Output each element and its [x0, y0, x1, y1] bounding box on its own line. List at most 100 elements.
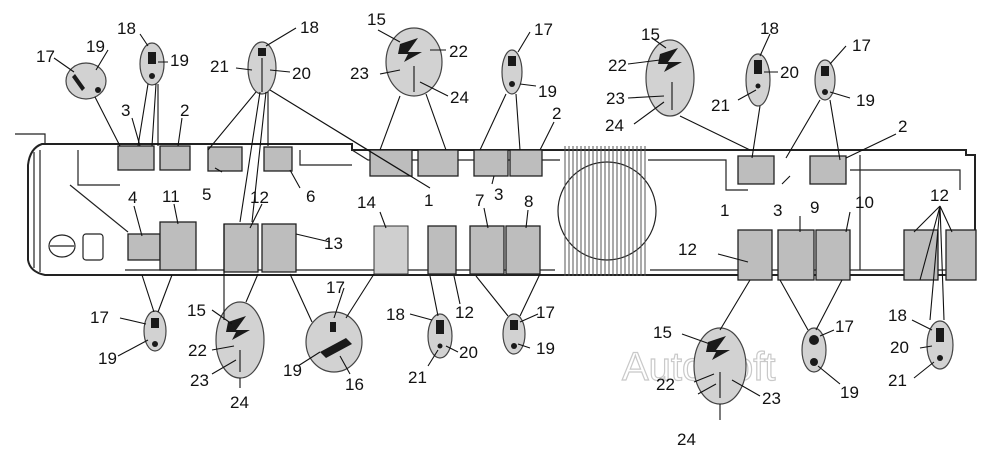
steering-wheel-icon	[48, 234, 76, 258]
label-19: 19	[283, 361, 302, 380]
detail-oval	[305, 311, 363, 373]
seats-lower-row	[127, 221, 977, 281]
bellows-icon	[564, 146, 646, 276]
seat	[509, 149, 543, 177]
label-1: 1	[424, 191, 433, 210]
label-21: 21	[888, 371, 907, 390]
label-24: 24	[230, 393, 249, 412]
label-19: 19	[856, 91, 875, 110]
label-15: 15	[187, 301, 206, 320]
label-20: 20	[459, 343, 478, 362]
label-19: 19	[538, 82, 557, 101]
label-5: 5	[202, 185, 211, 204]
label-12: 12	[930, 186, 949, 205]
label-20: 20	[780, 63, 799, 82]
detail-oval	[801, 327, 827, 373]
label-6: 6	[306, 187, 315, 206]
label-19: 19	[98, 349, 117, 368]
seat	[223, 223, 259, 273]
label-18: 18	[300, 18, 319, 37]
turntable-icon	[557, 161, 657, 261]
seat	[737, 155, 775, 185]
seat	[903, 229, 939, 281]
label-18: 18	[888, 306, 907, 325]
seat	[369, 149, 413, 177]
label-24: 24	[605, 116, 624, 135]
label-21: 21	[210, 57, 229, 76]
detail-oval	[645, 39, 695, 117]
label-22: 22	[656, 375, 675, 394]
seat	[261, 223, 297, 273]
label-22: 22	[449, 42, 468, 61]
seat	[159, 145, 191, 171]
label-2: 2	[552, 104, 561, 123]
seat	[373, 225, 409, 275]
seat	[505, 225, 541, 275]
label-17: 17	[852, 36, 871, 55]
seat	[207, 146, 243, 172]
label-20: 20	[890, 338, 909, 357]
label-2: 2	[898, 117, 907, 136]
detail-oval	[745, 53, 771, 107]
label-15: 15	[641, 25, 660, 44]
label-19: 19	[86, 37, 105, 56]
seat	[809, 155, 847, 185]
label-15: 15	[367, 10, 386, 29]
label-18: 18	[117, 19, 136, 38]
detail-oval	[814, 59, 836, 101]
label-18: 18	[386, 305, 405, 324]
label-23: 23	[190, 371, 209, 390]
label-19: 19	[840, 383, 859, 402]
label-22: 22	[608, 56, 627, 75]
label-21: 21	[711, 96, 730, 115]
seat	[427, 225, 457, 275]
label-22: 22	[188, 341, 207, 360]
label-4: 4	[128, 188, 137, 207]
label-19: 19	[170, 51, 189, 70]
label-17: 17	[326, 278, 345, 297]
label-17: 17	[90, 308, 109, 327]
detail-oval	[427, 313, 453, 359]
seat	[117, 145, 155, 171]
label-21: 21	[408, 368, 427, 387]
label-17: 17	[36, 47, 55, 66]
seat	[263, 146, 293, 172]
label-23: 23	[606, 89, 625, 108]
label-3: 3	[494, 185, 503, 204]
oval-parts	[72, 38, 944, 398]
seat	[473, 149, 509, 177]
part-number-labels: 17 19 18 19 3 2 5 6 18 21 20 15 22 23 24…	[36, 10, 949, 449]
label-16: 16	[345, 375, 364, 394]
label-12: 12	[455, 303, 474, 322]
label-2: 2	[180, 101, 189, 120]
label-17: 17	[835, 317, 854, 336]
label-19: 19	[536, 339, 555, 358]
label-10: 10	[855, 193, 874, 212]
seat	[159, 221, 197, 271]
label-13: 13	[324, 234, 343, 253]
label-12: 12	[250, 188, 269, 207]
label-20: 20	[292, 64, 311, 83]
detail-oval	[926, 320, 954, 370]
seat	[815, 229, 851, 281]
label-24: 24	[450, 88, 469, 107]
label-24: 24	[677, 430, 696, 449]
label-23: 23	[762, 389, 781, 408]
seat	[777, 229, 815, 281]
label-12: 12	[678, 240, 697, 259]
label-1: 1	[720, 201, 729, 220]
label-3: 3	[121, 101, 130, 120]
seat	[945, 229, 977, 281]
seats-upper-row	[117, 145, 847, 185]
label-18: 18	[760, 19, 779, 38]
seat	[737, 229, 773, 281]
label-8: 8	[524, 192, 533, 211]
seat	[417, 149, 459, 177]
label-3: 3	[773, 201, 782, 220]
label-7: 7	[475, 191, 484, 210]
detail-oval	[501, 49, 523, 95]
seat	[127, 233, 161, 261]
label-23: 23	[350, 64, 369, 83]
leader-lines	[53, 27, 953, 420]
